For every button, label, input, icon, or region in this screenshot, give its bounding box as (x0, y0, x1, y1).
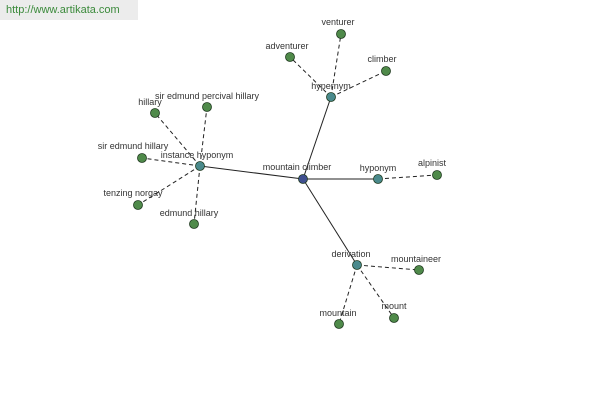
edge-hypernym-leaf-0 (330, 33, 342, 98)
leaf-node-hyponym-0[interactable] (432, 170, 442, 180)
edge-center-to-derivation (302, 178, 358, 266)
leaf-label-instance-hyponym-3[interactable]: tenzing norgay (103, 188, 163, 198)
edge-derivation-leaf-0 (356, 264, 420, 271)
leaf-node-hypernym-2[interactable] (381, 66, 391, 76)
source-url[interactable]: http://www.artikata.com (0, 0, 138, 20)
edge-derivation-leaf-1 (338, 264, 358, 325)
graph-labels: venturer adventurer climber hypernym sir edm… (98, 17, 447, 318)
hub-node-hyponym[interactable] (373, 174, 383, 184)
center-node[interactable] (298, 174, 308, 184)
leaf-label-hypernym-0[interactable]: venturer (321, 17, 354, 27)
leaf-label-instance-hyponym-1[interactable]: hillary (138, 97, 162, 107)
leaf-node-derivation-0[interactable] (414, 265, 424, 275)
hub-label-hypernym[interactable]: hypernym (311, 81, 351, 91)
leaf-label-instance-hyponym-2[interactable]: sir edmund hillary (98, 141, 169, 151)
edge-center-to-hypernym (302, 96, 332, 180)
leaf-node-hypernym-0[interactable] (336, 29, 346, 39)
edge-center-to-instance-hyponym (199, 165, 304, 180)
leaf-node-hypernym-1[interactable] (285, 52, 295, 62)
leaf-label-derivation-1[interactable]: mountain (319, 308, 356, 318)
hub-node-instance-hyponym[interactable] (195, 161, 205, 171)
leaf-node-instance-hyponym-3[interactable] (133, 200, 143, 210)
edge-instance-hyponym-leaf-4 (193, 165, 201, 225)
leaf-node-derivation-2[interactable] (389, 313, 399, 323)
edge-hypernym-leaf-2 (330, 70, 387, 98)
hub-node-hypernym[interactable] (326, 92, 336, 102)
graph-nodes (133, 29, 442, 329)
leaf-label-instance-hyponym-4[interactable]: edmund hillary (160, 208, 219, 218)
leaf-node-instance-hyponym-1[interactable] (150, 108, 160, 118)
center-label[interactable]: mountain climber (263, 162, 332, 172)
leaf-node-derivation-1[interactable] (334, 319, 344, 329)
hub-label-instance-hyponym[interactable]: instance hyponym (161, 150, 234, 160)
edge-derivation-leaf-2 (356, 264, 395, 319)
leaf-label-instance-hyponym-0[interactable]: sir edmund percival hillary (155, 91, 260, 101)
leaf-label-hypernym-1[interactable]: adventurer (265, 41, 308, 51)
edge-instance-hyponym-leaf-1 (154, 112, 201, 167)
edge-hyponym-leaf-0 (377, 174, 438, 180)
leaf-label-derivation-0[interactable]: mountaineer (391, 254, 441, 264)
edge-instance-hyponym-leaf-3 (137, 165, 201, 206)
hub-label-derivation[interactable]: derivation (331, 249, 370, 259)
edge-hypernym-leaf-1 (289, 56, 332, 98)
edge-instance-hyponym-leaf-0 (199, 106, 208, 167)
leaf-label-hyponym-0[interactable]: alpinist (418, 158, 447, 168)
leaf-node-instance-hyponym-4[interactable] (189, 219, 199, 229)
leaf-node-instance-hyponym-0[interactable] (202, 102, 212, 112)
edge-instance-hyponym-leaf-2 (141, 157, 201, 167)
graph-edges (137, 33, 438, 325)
hub-node-derivation[interactable] (352, 260, 362, 270)
leaf-label-derivation-2[interactable]: mount (381, 301, 407, 311)
hub-label-hyponym[interactable]: hyponym (360, 163, 397, 173)
leaf-label-hypernym-2[interactable]: climber (367, 54, 396, 64)
leaf-node-instance-hyponym-2[interactable] (137, 153, 147, 163)
